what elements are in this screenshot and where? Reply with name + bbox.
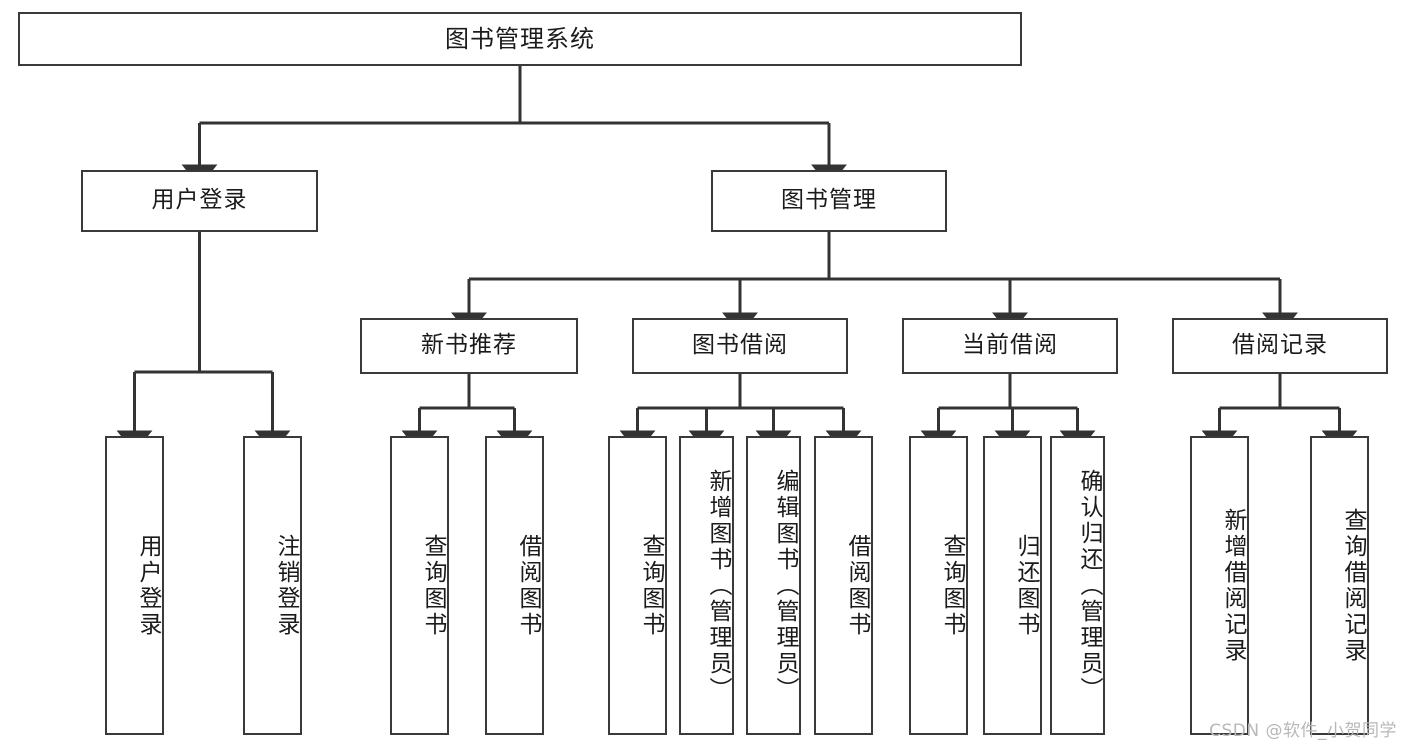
node-leaf-query-book[interactable]: 查询图书 [608,436,667,735]
node-label: 借阅记录 [1232,332,1328,359]
node-label: 注销登录 [273,533,299,638]
node-label: 用户登录 [135,533,161,638]
node-user-login[interactable]: 用户登录 [81,170,318,232]
node-label: 查询借阅记录 [1340,507,1366,664]
node-label: 编辑图书（管理员） [772,468,798,703]
node-current-borrow[interactable]: 当前借阅 [902,318,1118,374]
node-label: 查询图书 [638,533,664,638]
node-label: 查询图书 [939,533,965,638]
node-leaf-user-login[interactable]: 用户登录 [105,436,164,735]
watermark-label: CSDN @软件_小贺同学 [1209,721,1397,741]
node-book-borrow[interactable]: 图书借阅 [632,318,848,374]
node-new-book-rec[interactable]: 新书推荐 [360,318,578,374]
node-label: 图书管理系统 [445,24,595,53]
node-borrow-record[interactable]: 借阅记录 [1172,318,1388,374]
node-label: 借阅图书 [844,533,870,638]
node-label: 图书借阅 [692,332,788,359]
node-label: 当前借阅 [962,332,1058,359]
node-leaf-add-book[interactable]: 新增图书（管理员） [679,436,734,735]
node-leaf-borrow-book[interactable]: 借阅图书 [814,436,873,735]
node-label: 借阅图书 [515,533,541,638]
node-leaf-logout[interactable]: 注销登录 [243,436,302,735]
node-label: 新书推荐 [421,332,517,359]
node-label: 用户登录 [151,187,248,214]
node-label: 图书管理 [781,187,877,214]
node-label: 查询图书 [420,533,446,638]
node-label: 新增图书（管理员） [705,468,731,703]
node-leaf-edit-book[interactable]: 编辑图书（管理员） [746,436,801,735]
node-leaf-query-record[interactable]: 查询借阅记录 [1310,436,1369,735]
node-leaf-add-record[interactable]: 新增借阅记录 [1190,436,1249,735]
node-leaf-confirm-return[interactable]: 确认归还（管理员） [1050,436,1105,735]
node-label: 归还图书 [1013,533,1039,638]
node-book-manage[interactable]: 图书管理 [711,170,947,232]
node-leaf-query-book-cur[interactable]: 查询图书 [909,436,968,735]
node-label: 确认归还（管理员） [1076,468,1102,703]
node-root[interactable]: 图书管理系统 [18,12,1022,66]
node-leaf-query-book-rec[interactable]: 查询图书 [390,436,449,735]
node-leaf-return-book[interactable]: 归还图书 [983,436,1042,735]
node-label: 新增借阅记录 [1220,507,1246,664]
node-leaf-borrow-book-rec[interactable]: 借阅图书 [485,436,544,735]
